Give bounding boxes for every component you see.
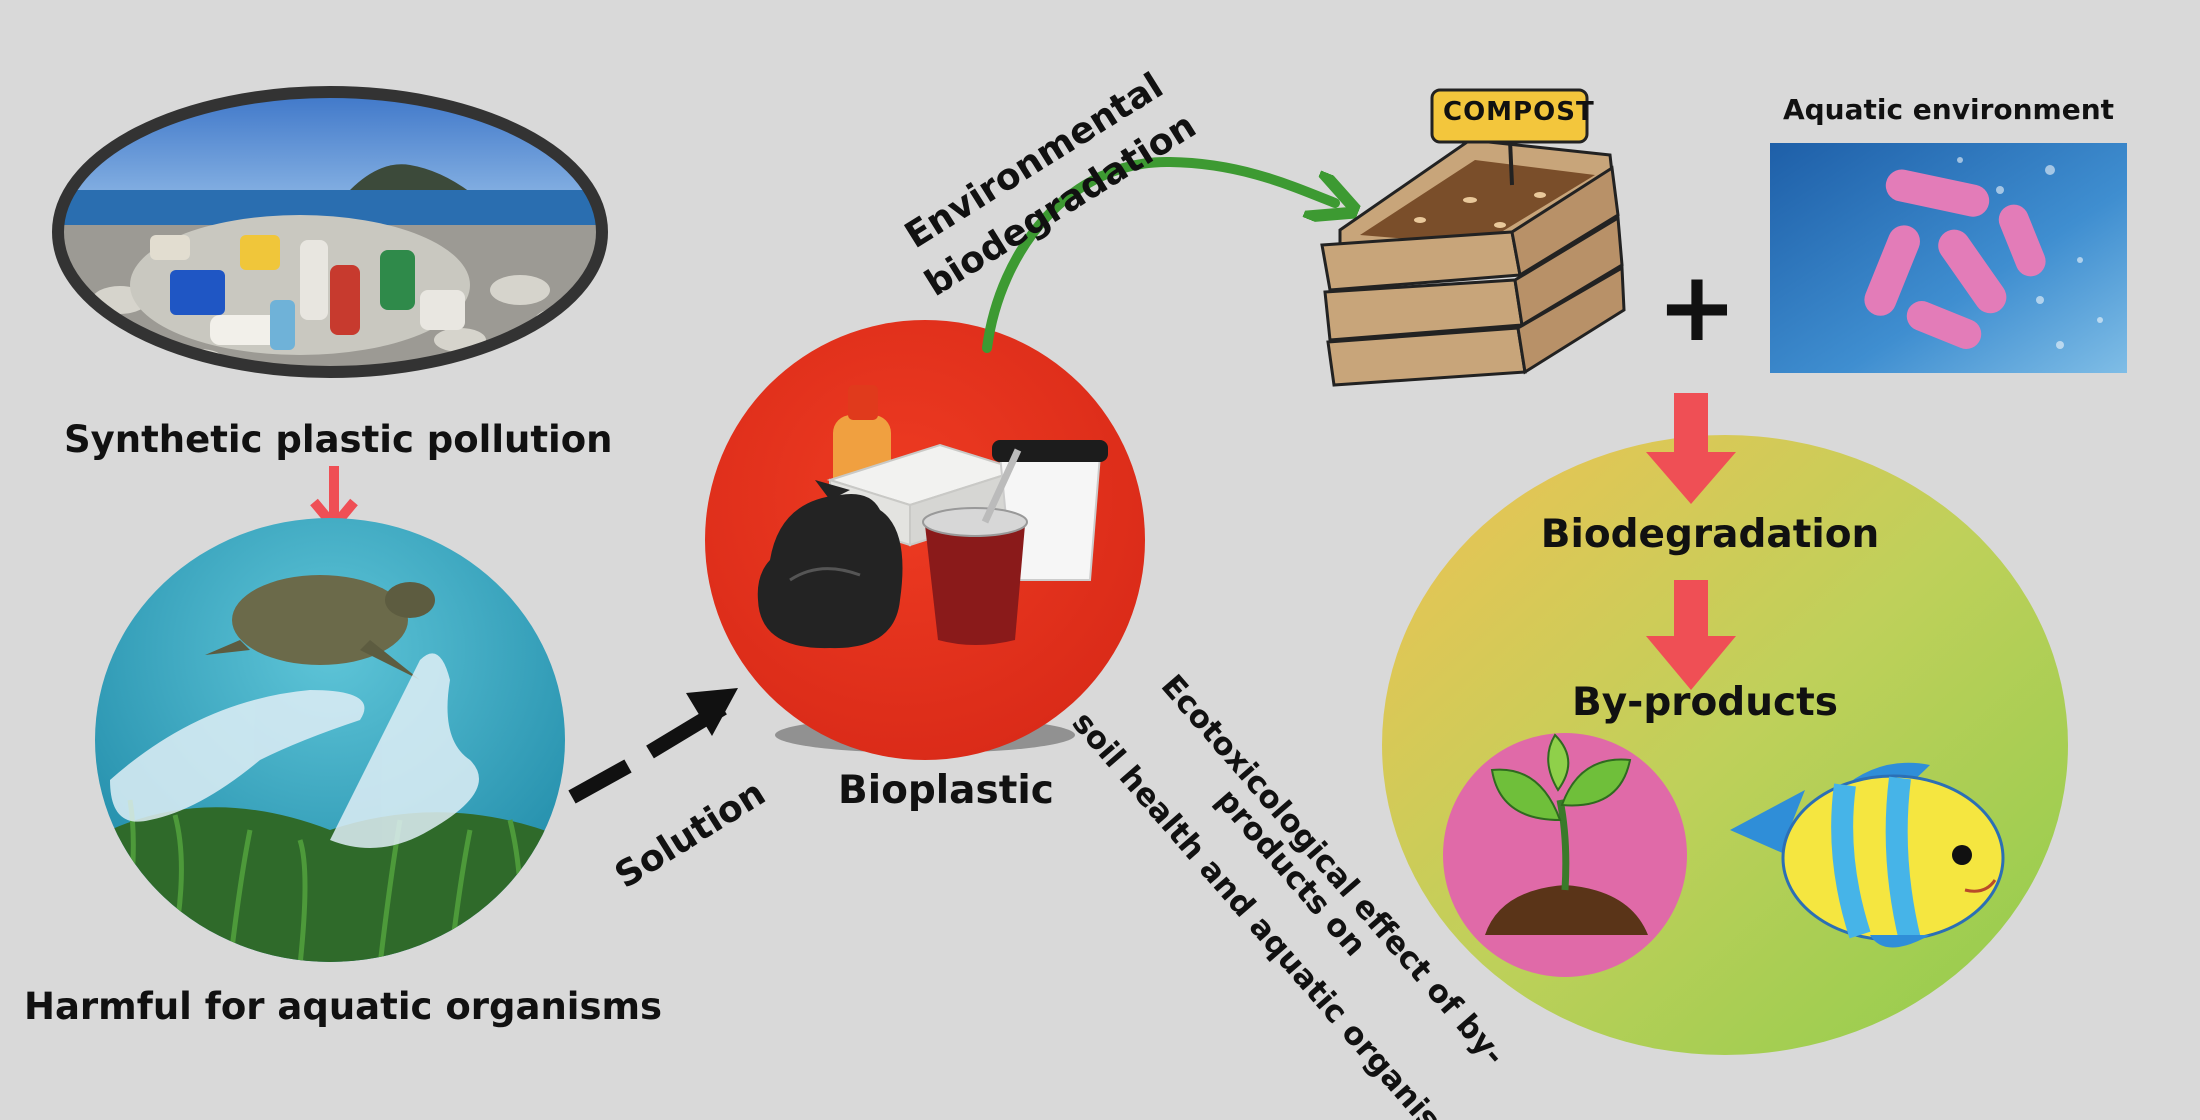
environmental-arrow	[982, 156, 1335, 353]
plus-sign: +	[1657, 251, 1737, 363]
red-down-arrow-2	[1646, 580, 1736, 690]
trash-bag-icon	[757, 480, 903, 649]
byproducts-label: By-products	[1572, 680, 1838, 725]
aquatic-environment-label: Aquatic environment	[1782, 93, 2115, 126]
turtle-icon	[205, 575, 435, 680]
aquatic-bacteria-image	[1770, 143, 2127, 373]
red-down-arrow-small	[310, 466, 358, 531]
beach-pollution-image	[52, 86, 608, 378]
bioplastic-label: Bioplastic	[838, 768, 1054, 813]
biodegradation-label: Biodegradation	[1540, 512, 1880, 557]
bacteria-icon	[1864, 169, 2046, 349]
harmful-aquatic-label: Harmful for aquatic organisms	[24, 985, 663, 1028]
compost-sign-label: COMPOST	[1443, 97, 1595, 127]
sea-turtle-gloves-image	[95, 518, 565, 962]
solution-arrow	[568, 688, 738, 804]
fish-image	[1730, 762, 2005, 948]
red-down-arrow-1	[1646, 393, 1736, 504]
synthetic-plastic-pollution-label: Synthetic plastic pollution	[64, 418, 613, 461]
compost-sign	[1430, 88, 1589, 144]
compost-bin-image	[1320, 88, 1626, 387]
coffee-cup-icon	[992, 440, 1108, 581]
bioplastic-items-image	[705, 320, 1145, 760]
soda-cup-icon	[922, 448, 1028, 645]
plant-soil-image	[1443, 733, 1687, 977]
